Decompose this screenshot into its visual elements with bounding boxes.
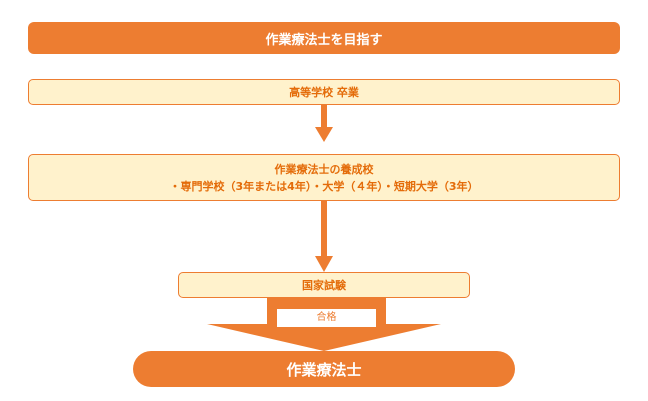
arrow-shaft-1 xyxy=(321,105,327,129)
step-national-exam: 国家試験 xyxy=(178,272,470,298)
arrow-shaft-2 xyxy=(321,201,327,257)
big-arrow-head xyxy=(207,324,441,351)
pass-label-bg xyxy=(277,309,376,327)
step-training-school: 作業療法士の養成校 ・専門学校（3年または4年）・大学（４年）・短期大学（3年） xyxy=(28,154,620,201)
arrow-head-1 xyxy=(315,127,333,142)
pass-label: 合格 xyxy=(316,312,337,323)
step-high-school: 高等学校 卒業 xyxy=(28,79,620,105)
result-occupational-therapist: 作業療法士 xyxy=(133,351,515,387)
training-school-options: ・専門学校（3年または4年）・大学（４年）・短期大学（3年） xyxy=(169,179,479,193)
arrow-head-2 xyxy=(315,256,333,272)
training-school-title: 作業療法士の養成校 xyxy=(274,162,374,176)
goal-banner: 作業療法士を目指す xyxy=(28,22,620,54)
